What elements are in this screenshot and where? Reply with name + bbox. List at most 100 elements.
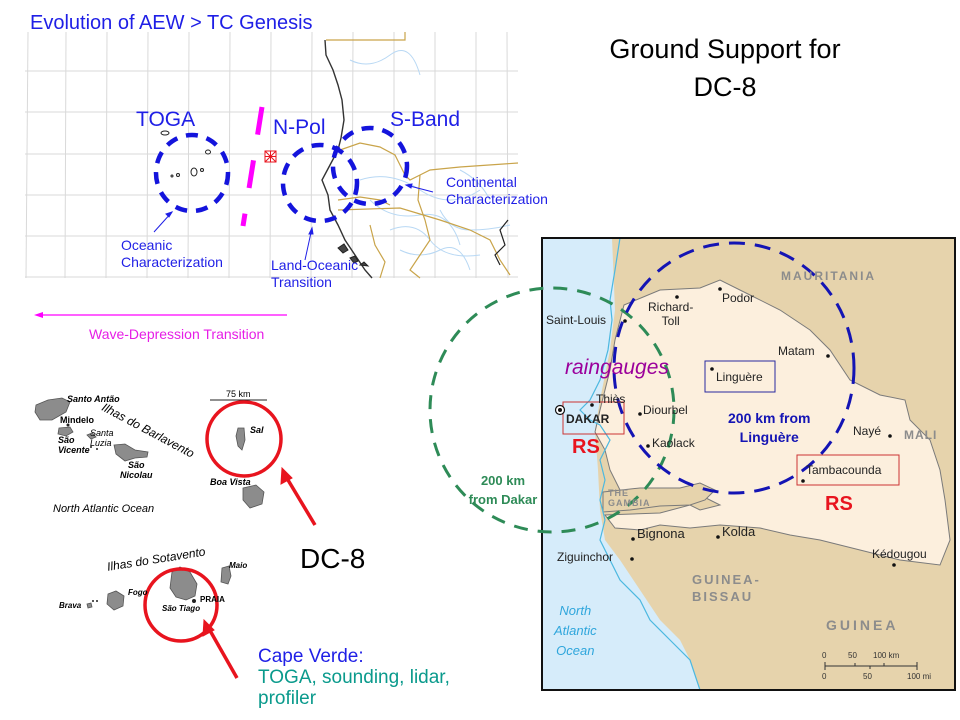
country-mali: MALI	[904, 428, 938, 442]
richard-toll-line2: Toll	[661, 314, 680, 328]
ocean-line3: Ocean	[556, 643, 595, 658]
linguere-range-line1: 200 km from	[728, 410, 811, 426]
cv-sao-vicente-2: Vicente	[58, 445, 90, 455]
cv-sao-nicolau: São Nicolau	[120, 460, 153, 480]
raingauges-label: raingauges	[565, 356, 669, 379]
dakar-range-line1: 200 km	[480, 473, 526, 488]
cv-maio: Maio	[229, 561, 248, 570]
ship-marker-icon	[264, 150, 277, 163]
scale-km-0: 0	[822, 651, 827, 660]
oceanic-annotation: Oceanic Characterization	[121, 237, 223, 271]
wave-boundary-line	[240, 106, 265, 227]
scale-km-100: 100 km	[873, 651, 900, 660]
oceanic-line2: Characterization	[121, 254, 223, 270]
cv-scale-label: 75 km	[226, 389, 251, 399]
sao-tiago-target-circle	[143, 567, 219, 643]
slide-title: Ground Support for DC-8	[560, 30, 890, 106]
africa-coastline	[321, 39, 373, 279]
gambia-line1: THE	[608, 488, 629, 498]
east-coast-line	[494, 219, 509, 266]
dakar-capital-icon	[554, 404, 566, 416]
cv-fogo: Fogo	[128, 588, 148, 597]
cv-boa-vista: Boa Vista	[210, 477, 251, 487]
city-linguere: Linguère	[716, 370, 763, 384]
city-saint-louis: Saint-Louis	[546, 313, 607, 327]
city-kedougou: Kédougou	[872, 547, 927, 561]
continental-annotation: Continental Characterization	[446, 174, 548, 208]
linguere-200km-circle	[612, 241, 856, 495]
city-matam: Matam	[778, 344, 815, 358]
land-oceanic-annotation: Land-Oceanic Transition	[271, 257, 358, 291]
aew-borders	[326, 32, 519, 279]
cv-sao-nicolau-1: São	[128, 460, 145, 470]
city-dots	[590, 287, 896, 567]
slide-title-line2: DC-8	[693, 72, 757, 102]
cape-verde-note-body: TOGA, sounding, lidar, profiler	[258, 667, 450, 709]
wave-depression-arrow	[34, 312, 287, 318]
scale-mi-100: 100 mi	[907, 672, 932, 681]
cv-santa-luzia: Santa Luzia	[90, 428, 114, 448]
aew-cape-verde-islands	[160, 130, 211, 178]
cv-santa-luzia-1: Santa	[90, 428, 114, 438]
guinea-bissau-line2: BISSAU	[692, 589, 754, 604]
dakar-200km-circle	[428, 286, 676, 534]
cape-verde-note-line3: profiler	[258, 688, 317, 709]
oceanic-line1: Oceanic	[121, 237, 173, 253]
scale-km-50: 50	[848, 651, 857, 660]
city-kolda: Kolda	[722, 524, 756, 539]
ocean-line2: Atlantic	[554, 623, 597, 638]
ocean-line1: North	[559, 603, 592, 618]
cv-sal: Sal	[250, 425, 264, 435]
cape-verde-dots	[66, 423, 196, 603]
toga-coverage-circle	[153, 132, 231, 214]
dakar-range-label: 200 km from Dakar	[455, 471, 551, 509]
toga-label: TOGA	[136, 108, 196, 131]
cv-santa-luzia-2: Luzia	[90, 438, 112, 448]
cv-praia: PRAIA	[200, 595, 225, 604]
africa-coast-islands	[337, 243, 370, 267]
cv-sao-vicente: São Vicente	[58, 435, 90, 455]
scale-mi-50: 50	[863, 672, 872, 681]
scale-mi-0: 0	[822, 672, 827, 681]
continental-line1: Continental	[446, 174, 517, 190]
linguere-box	[704, 360, 776, 393]
senegal-map	[541, 237, 956, 691]
city-thies: Thiès	[596, 392, 626, 406]
coastline-rivers	[579, 237, 701, 691]
rs-tambacounda-label: RS	[825, 493, 853, 515]
country-mauritania: MAURITANIA	[781, 269, 877, 283]
country-gambia: THE GAMBIA	[608, 488, 651, 508]
city-tambacounda: Tambacounda	[806, 463, 882, 477]
country-guinea-bissau: GUINEA- BISSAU	[692, 571, 761, 605]
land-oceanic-line1: Land-Oceanic	[271, 257, 359, 273]
ocean-label: North Atlantic Ocean	[554, 601, 597, 661]
wave-depression-label: Wave-Depression Transition	[89, 326, 265, 342]
dakar-box	[562, 401, 625, 435]
cv-mindelo: Mindelo	[60, 415, 94, 425]
country-guinea: GUINEA	[826, 617, 899, 633]
npol-label: N-Pol	[273, 116, 326, 139]
sband-label: S-Band	[390, 108, 461, 131]
city-dakar: DAKAR	[566, 412, 610, 426]
aew-title: Evolution of AEW > TC Genesis	[30, 12, 313, 34]
npol-coverage-circle	[280, 142, 360, 224]
cape-verde-islands	[34, 397, 265, 611]
slide-title-line1: Ground Support for	[609, 34, 841, 64]
rs-dakar-label: RS	[572, 436, 600, 458]
richard-toll-line1: Richard-	[648, 300, 694, 314]
linguere-range-label: 200 km from Linguère	[728, 409, 810, 447]
guinea-bissau-line1: GUINEA-	[692, 572, 761, 587]
continental-line2: Characterization	[446, 191, 548, 207]
cv-ocean: North Atlantic Ocean	[53, 503, 155, 515]
city-richard-toll: Richard- Toll	[648, 300, 693, 328]
senegal-scale-bar	[824, 662, 918, 670]
tambacounda-box	[796, 454, 900, 486]
city-diourbel: Diourbel	[643, 403, 688, 417]
cv-brava: Brava	[59, 601, 82, 610]
cv-sao-vicente-1: São	[58, 435, 75, 445]
cv-sao-nicolau-2: Nicolau	[120, 470, 153, 480]
land-oceanic-line2: Transition	[271, 274, 332, 290]
cv-sao-tiago: São Tiago	[162, 604, 201, 613]
dakar-range-line2: from Dakar	[468, 492, 538, 507]
